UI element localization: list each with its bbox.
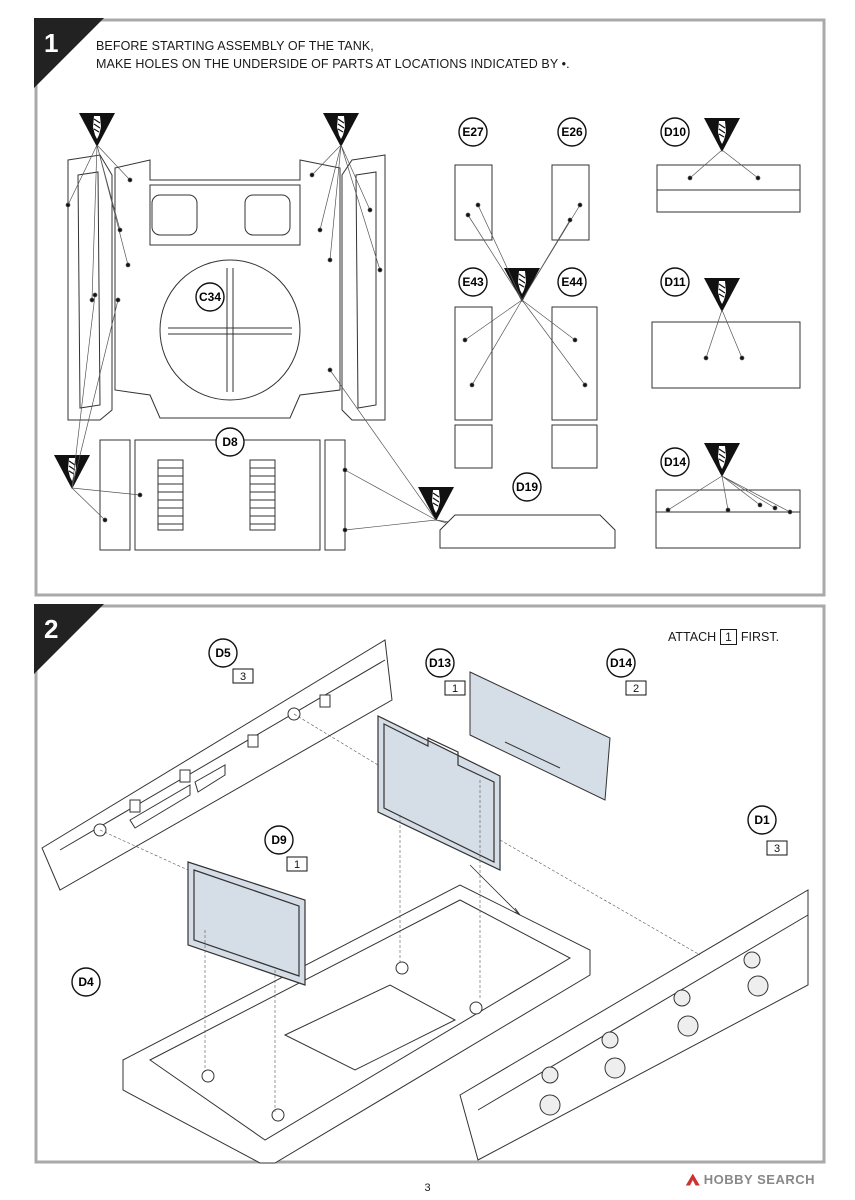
- instruction-line-2: MAKE HOLES ON THE UNDERSIDE OF PARTS AT …: [96, 57, 570, 71]
- callouts-d: D10 D11 D14: [660, 117, 690, 477]
- order-d14: 2: [633, 683, 639, 695]
- watermark-logo-icon: [685, 1173, 700, 1186]
- assembly-arrows: [469, 864, 521, 916]
- svg-text:D5: D5: [215, 646, 231, 660]
- hull-floor-c34-drawing: [67, 154, 386, 421]
- svg-text:D1: D1: [754, 813, 770, 827]
- order-d1: 3: [774, 843, 780, 855]
- hull-floor-d4-drawing: [122, 884, 591, 1164]
- step-2-badge: [34, 604, 104, 674]
- drill-leader-lines-e: [462, 202, 588, 388]
- order-boxes: [232, 668, 788, 872]
- callout-c34: C34: [195, 282, 225, 312]
- svg-text:E43: E43: [462, 275, 484, 289]
- svg-text:E26: E26: [561, 125, 583, 139]
- callouts-e: E27 E26 E43 E44: [458, 117, 587, 297]
- svg-text:D14: D14: [610, 656, 632, 670]
- svg-text:D14: D14: [664, 455, 686, 469]
- watermark: HOBBY SEARCH: [685, 1172, 815, 1187]
- svg-text:E44: E44: [561, 275, 583, 289]
- svg-text:D9: D9: [271, 833, 287, 847]
- callout-d8: D8: [215, 427, 245, 457]
- svg-text:D11: D11: [664, 275, 686, 289]
- callouts-step2: D5 D13 D14 D1 D9 D4: [71, 638, 777, 997]
- panel-d14-drawing: [469, 671, 611, 801]
- assembly-guide-lines: [99, 713, 701, 1112]
- step-2-attach-note: ATTACH 1 FIRST.: [668, 629, 779, 645]
- attach-suffix: FIRST.: [740, 630, 780, 644]
- parts-d-drawings: [651, 164, 801, 549]
- drill-leader-lines-d: [665, 149, 793, 515]
- step-1-instruction: BEFORE STARTING ASSEMBLY OF THE TANK, MA…: [96, 37, 570, 73]
- svg-text:D4: D4: [78, 975, 94, 989]
- svg-text:D13: D13: [429, 656, 451, 670]
- step-2-number: 2: [44, 614, 58, 644]
- svg-text:E27: E27: [462, 125, 484, 139]
- attach-step-box: 1: [720, 629, 737, 645]
- svg-text:C34: C34: [199, 290, 221, 304]
- page-number: 3: [424, 1182, 431, 1194]
- plate-d9-drawing: [187, 861, 306, 986]
- attach-prefix: ATTACH: [668, 630, 717, 644]
- hull-plate-d8-drawing: [99, 439, 346, 551]
- order-d13: 1: [452, 683, 458, 695]
- hull-side-d1-drawing: [459, 889, 809, 1161]
- svg-text:D19: D19: [516, 480, 538, 494]
- part-d19-drawing: [439, 514, 616, 549]
- order-d5: 3: [240, 671, 246, 683]
- order-d9: 1: [294, 859, 300, 871]
- svg-text:D10: D10: [664, 125, 686, 139]
- callout-d19: D19: [512, 472, 542, 502]
- svg-text:D8: D8: [222, 435, 238, 449]
- instruction-line-1: BEFORE STARTING ASSEMBLY OF THE TANK,: [96, 39, 374, 53]
- watermark-text: HOBBY SEARCH: [703, 1172, 815, 1187]
- step-1-number: 1: [44, 28, 58, 58]
- plate-d13-drawing: [377, 715, 501, 871]
- parts-e-drawings: [454, 164, 598, 469]
- step-1-badge: [34, 18, 104, 88]
- hull-side-d5-drawing: [41, 639, 393, 891]
